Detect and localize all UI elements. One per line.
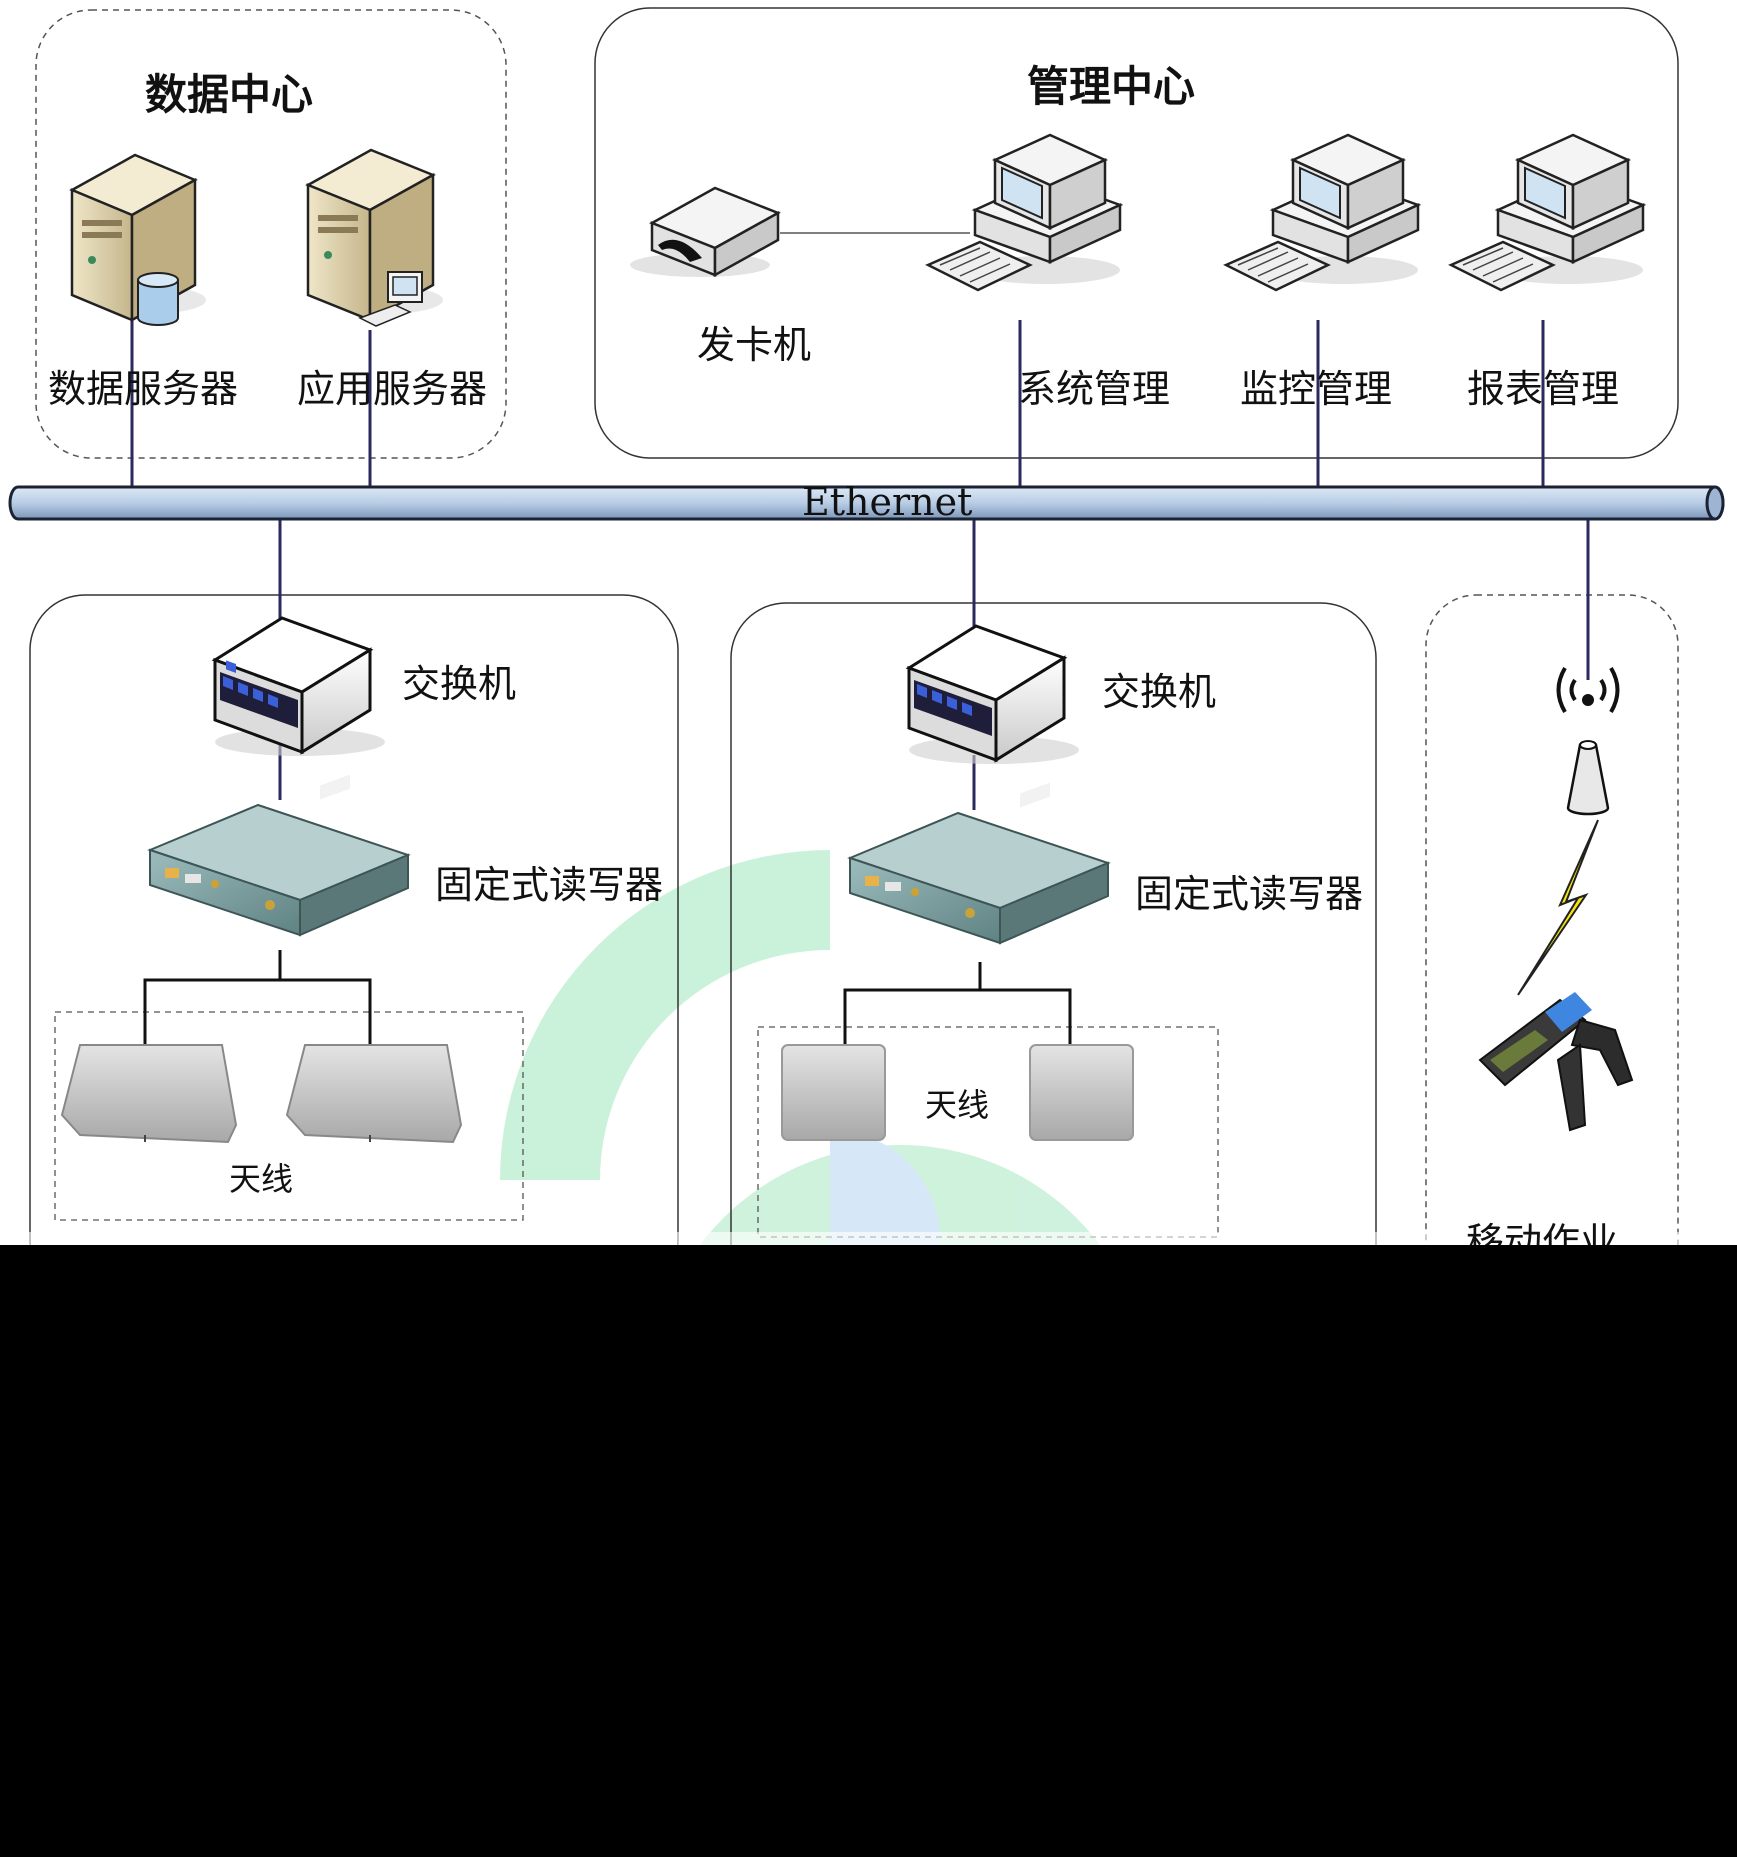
antenna-right-box: [757, 1026, 1219, 1238]
switch-left-label: 交换机: [402, 662, 517, 706]
network-links: [130, 315, 1590, 810]
card-issuer-label: 发卡机: [697, 323, 812, 367]
card-issuer-icon: [630, 186, 781, 278]
right-site-box: [730, 602, 1377, 1245]
antenna-left-label: 天线: [229, 1160, 294, 1198]
management-center-title: 管理中心: [1027, 62, 1196, 111]
database-server-icon: [69, 153, 206, 326]
antenna-icon: [60, 1044, 238, 1144]
ethernet-label: Ethernet: [802, 480, 973, 524]
workstation-icon: [1448, 133, 1647, 292]
diagram-graphics: [0, 7, 1737, 1245]
lightning-signal-icon: [1517, 819, 1599, 996]
report-mgmt-label: 报表管理: [1467, 367, 1620, 411]
ethernet-bus: [8, 485, 1725, 521]
antenna-icon: [781, 1044, 886, 1141]
antenna-icon: [285, 1044, 463, 1144]
bottom-fade: [0, 1232, 1737, 1245]
rfid-reader-icon: [847, 782, 1111, 945]
data-center-box: [35, 9, 507, 459]
mobile-ops-label-partial: 移动作业: [1466, 1220, 1619, 1245]
diagram-canvas: 数据中心 管理中心 数据服务器 应用服务器 发卡机 系统管理 监控管理 报表管理…: [0, 0, 1737, 1245]
data-server-label: 数据服务器: [48, 367, 239, 411]
data-center-title: 数据中心: [145, 70, 314, 119]
switch-port-leds: [223, 676, 972, 716]
antenna-right-label: 天线: [925, 1086, 990, 1124]
antenna-left-box: [54, 1011, 524, 1221]
system-mgmt-label: 系统管理: [1018, 367, 1171, 411]
workstation-icon: [925, 133, 1124, 292]
rfid-reader-icon: [147, 774, 411, 937]
monitor-mgmt-label: 监控管理: [1240, 367, 1393, 411]
watermark-logo: [500, 850, 1100, 1245]
mobile-box: [1425, 594, 1679, 1245]
reader-right-label: 固定式读写器: [1135, 872, 1364, 916]
antenna-icon: [1029, 1044, 1134, 1141]
antenna-connectors: [143, 950, 1072, 1045]
wireless-tower-icon: [1556, 666, 1620, 816]
handheld-terminal-icon: [1478, 992, 1634, 1132]
app-server-label: 应用服务器: [297, 367, 488, 411]
workstation-icon: [1223, 133, 1422, 292]
application-server-icon: [305, 148, 443, 327]
switch-right-label: 交换机: [1102, 670, 1217, 714]
management-center-box: [594, 7, 1679, 459]
reader-left-label: 固定式读写器: [435, 863, 664, 907]
left-site-box: [29, 594, 679, 1245]
